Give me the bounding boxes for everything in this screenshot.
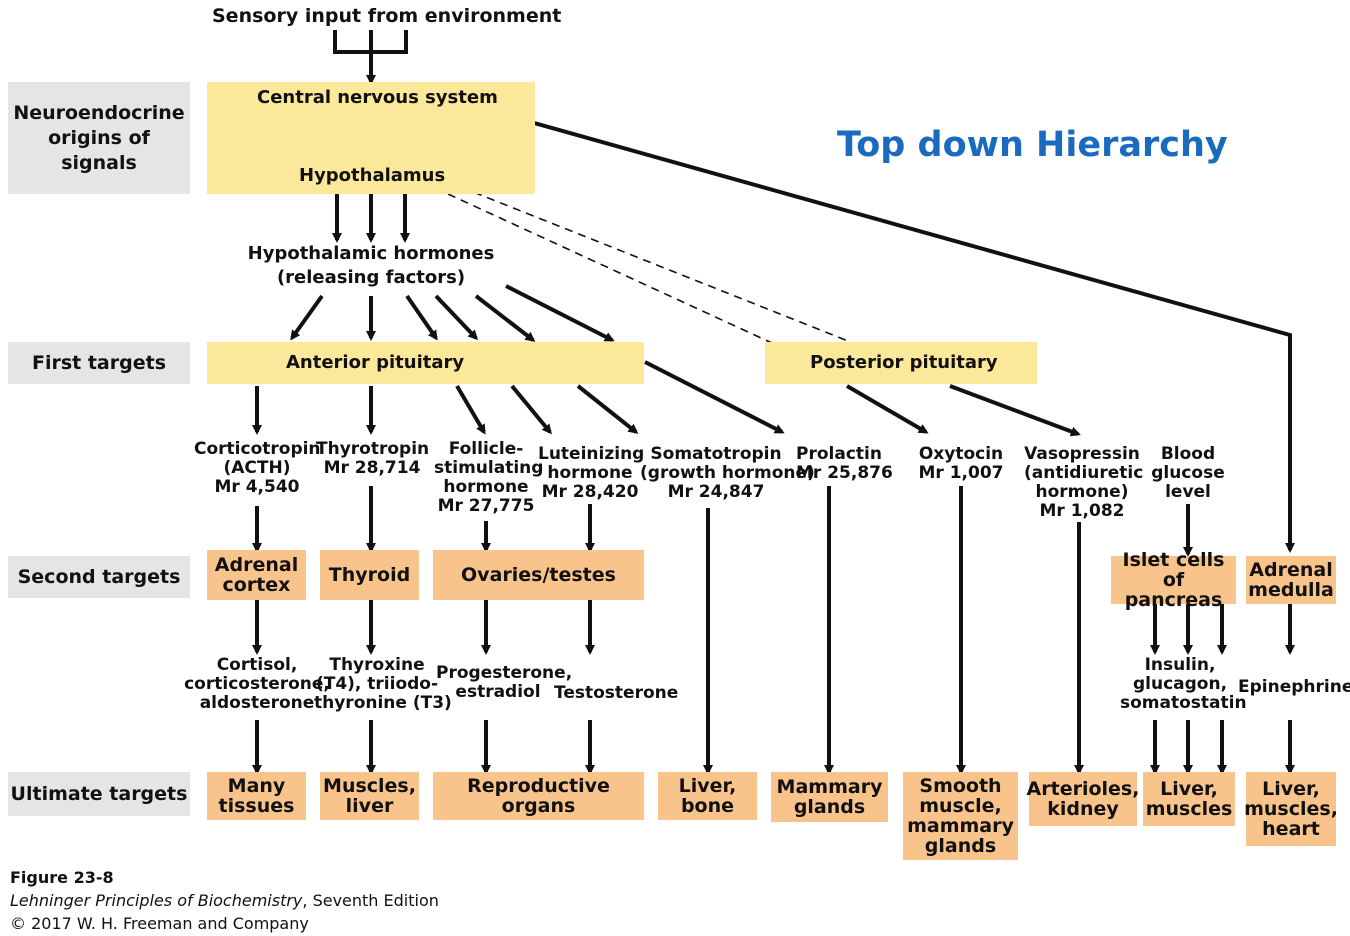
row-label-ultimate-targets: Ultimate targets: [8, 772, 190, 816]
anterior-pituitary-box: [207, 342, 644, 384]
ultimate-target-muscles-liver: Muscles,liver: [320, 772, 419, 820]
posterior-pituitary-box: [765, 342, 1037, 384]
hormone-fsh: Follicle- stimulating hormone Mr 27,775: [434, 439, 544, 516]
cns-box: [207, 82, 535, 194]
dashed-lines: [447, 181, 849, 344]
figure-caption: Figure 23-8 Lehninger Principles of Bioc…: [10, 866, 439, 935]
cns-to-adrenal-medulla-line: [494, 110, 1295, 553]
product-progesterone: Progesterone, estradiol: [436, 663, 573, 702]
ultimate-target-arterioles-kidney: Arterioles,kidney: [1027, 772, 1139, 826]
ultimate-target-liver-muscles: Liver,muscles: [1143, 772, 1235, 826]
product-epinephrine: Epinephrine: [1238, 677, 1350, 697]
row-label-first-targets: First targets: [8, 342, 190, 384]
second-target-ovaries-testes: Ovaries/testes: [433, 550, 644, 600]
hormone-prolactin: Prolactin Mr 25,876: [796, 444, 893, 483]
hormone-lh: Luteinizing hormone Mr 28,420: [538, 444, 645, 502]
sensory-input-label: Sensory input from environment: [212, 5, 562, 27]
releasing-factors-label: Hypothalamic hormones (releasing factors…: [247, 243, 495, 288]
anterior-pituitary-label: Anterior pituitary: [286, 352, 465, 373]
second-target-thyroid: Thyroid: [320, 550, 419, 600]
product-cortisol: Cortisol, corticosterone, aldosterone: [184, 655, 330, 713]
hormone-vasopressin: Vasopressin (antidiuretic hormone) Mr 1,…: [1024, 444, 1144, 521]
ultimate-target-liver-muscles-heart: Liver, muscles, heart: [1244, 772, 1338, 846]
copyright: © 2017 W. H. Freeman and Company: [10, 914, 309, 933]
cns-label: Central nervous system: [257, 87, 498, 108]
hormone-oxytocin: Oxytocin Mr 1,007: [918, 444, 1004, 483]
ultimate-target-reproductive-organs: Reproductive organs: [433, 772, 644, 820]
hormone-gh: Somatotropin (growth hormone) Mr 24,847: [640, 444, 815, 502]
hierarchy-title: Top down Hierarchy: [837, 125, 1228, 165]
product-insulin: Insulin, glucagon, somatostatin: [1120, 655, 1247, 713]
hormone-acth: Corticotropin (ACTH) Mr 4,540: [194, 439, 321, 497]
blood-glucose-level: Blood glucose level: [1151, 444, 1225, 502]
hypothalamus-label: Hypothalamus: [299, 165, 446, 186]
ultimate-target-smooth-muscle: Smooth muscle, mammary glands: [903, 772, 1018, 860]
row-label-second-targets: Second targets: [8, 556, 190, 598]
posterior-pituitary-label: Posterior pituitary: [810, 352, 998, 373]
ultimate-target-liver-bone: Liver,bone: [658, 772, 757, 820]
row-label-neuroendocrine: Neuroendocrine origins of signals: [8, 82, 190, 194]
product-testosterone: Testosterone: [554, 683, 679, 703]
figure-number: Figure 23-8: [10, 868, 114, 887]
hormone-tsh: Thyrotropin Mr 28,714: [316, 439, 430, 478]
product-thyroxine: Thyroxine (T4), triiodo- thyronine (T3): [314, 655, 452, 713]
book-reference: Lehninger Principles of Biochemistry, Se…: [10, 891, 439, 910]
